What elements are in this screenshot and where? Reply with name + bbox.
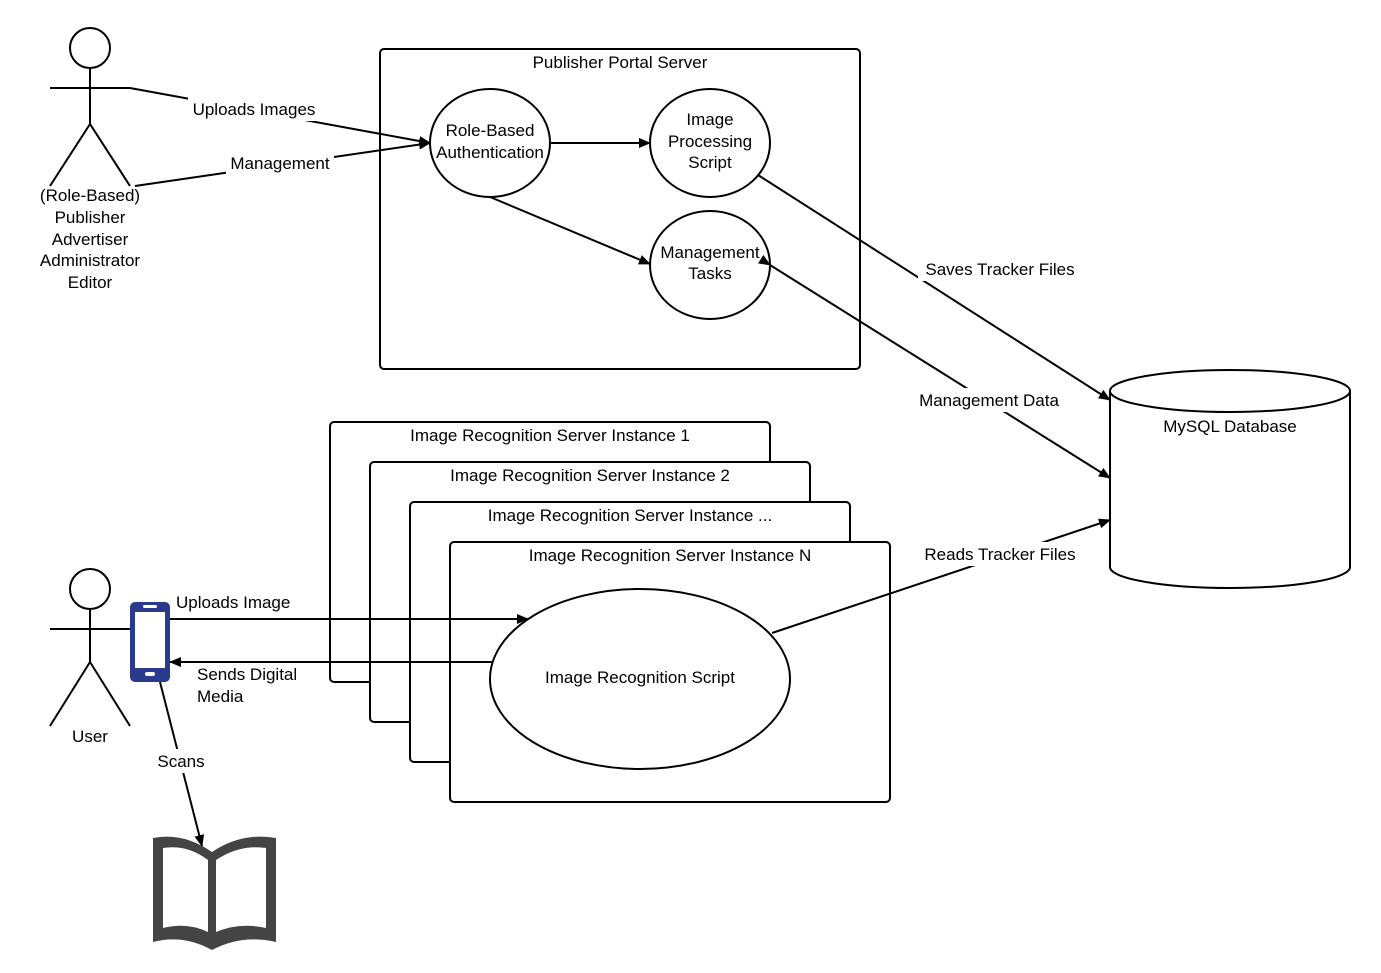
scans-label-bg [152,749,210,773]
phone-home-button [145,672,155,676]
admin-actor: (Role-Based) Publisher Advertiser Admini… [40,27,140,292]
management-label: Management [230,154,330,173]
admin-right-leg [89,123,131,187]
management-data-edge [758,254,1111,479]
reads-tracker-files-edge [771,518,1111,634]
book-right-page [216,847,266,932]
admin-head [69,27,111,69]
recognition-server-instance-2-title: Image Recognition Server Instance 2 [450,466,730,485]
management-label-bg [226,151,334,175]
phone-speaker [143,605,157,608]
publisher-portal-server-box [379,48,861,370]
mysql-database-node: MySQL Database [1109,369,1351,589]
image-recognition-script-label: Image Recognition Script [545,668,735,687]
uploads-image-label: Uploads Image [176,593,290,612]
user-right-leg [89,661,131,727]
reads-tracker-files-label: Reads Tracker Files [924,545,1075,564]
uploads-images-label: Uploads Images [193,100,316,119]
publisher-portal-server-title: Publisher Portal Server [533,53,708,72]
image-recognition-script-node [489,588,791,770]
auth-label-line-2: Authentication [436,143,544,162]
admin-editor-label: Editor [68,273,113,292]
management-data-label-bg [912,388,1066,412]
phone-screen [135,612,165,668]
saves-tracker-files-label: Saves Tracker Files [925,260,1074,279]
scans-label: Scans [157,752,204,771]
admin-publisher-label: Publisher [55,208,126,227]
book-left-page [163,847,208,932]
image-processing-label-line-2: Processing [668,132,752,151]
management-tasks-label-line-1: Management [660,243,760,262]
auth-label-line-1: Role-Based [446,121,535,140]
sends-digital-media-label-line-1: Sends Digital [197,665,297,684]
book-icon [153,836,276,950]
user-actor: User [49,568,131,746]
database-cylinder-body [1109,391,1351,589]
database-label: MySQL Database [1163,417,1297,436]
admin-administrator-label: Administrator [40,251,140,270]
database-cylinder-top [1109,369,1351,413]
recognition-server-instance-1-title: Image Recognition Server Instance 1 [410,426,690,445]
reads-tracker-files-label-bg [918,542,1084,566]
admin-advertiser-label: Advertiser [52,230,129,249]
management-data-label: Management Data [919,391,1059,410]
user-left-leg [49,661,91,727]
admin-left-leg [49,123,91,187]
management-tasks-label-line-2: Tasks [688,264,731,283]
image-processing-label-line-1: Image [686,110,733,129]
phone-icon [130,602,170,682]
recognition-server-instance-more-title: Image Recognition Server Instance ... [488,506,772,525]
auth-to-management-edge [489,196,651,265]
uploads-images-label-bg [188,97,320,121]
image-processing-label-line-3: Script [688,153,732,172]
user-label: User [72,727,108,746]
user-head [69,568,111,610]
sends-digital-media-label-line-2: Media [197,687,244,706]
admin-role-label: (Role-Based) [40,186,140,205]
recognition-server-instance-n-title: Image Recognition Server Instance N [529,546,812,565]
